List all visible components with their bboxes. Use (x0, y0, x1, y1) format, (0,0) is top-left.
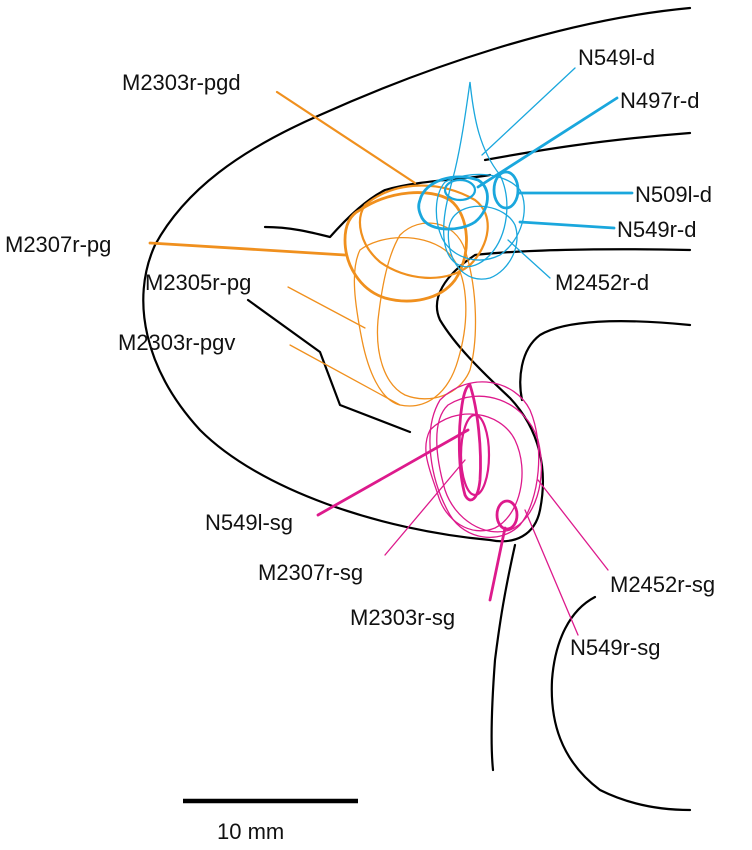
magenta-small-loop (459, 413, 491, 497)
scale-bar-label: 10 mm (217, 819, 284, 844)
label-m2452r-sg: M2452r-sg (610, 572, 715, 597)
label-m2307r-pg: M2307r-pg (5, 232, 111, 257)
m2452r-d-region (447, 205, 518, 280)
region-labels: M2303r-pgd M2307r-pg M2305r-pg M2303r-pg… (5, 45, 715, 660)
m2303r-sg-region (495, 499, 519, 531)
anatomical-outlines (142, 6, 692, 812)
label-m2303r-sg: M2303r-sg (350, 605, 455, 630)
cyan-small-loop (443, 178, 477, 202)
n549l-d-leader (481, 67, 576, 156)
n549r-sg-region (425, 413, 523, 532)
m2307r-pg-region (343, 191, 468, 303)
label-m2307r-sg: M2307r-sg (258, 560, 363, 585)
m2303r-sg-leader (488, 526, 507, 602)
m2303r-pgv-region (353, 236, 467, 407)
m2303r-pgd-leader (275, 90, 417, 185)
m2452r-sg-region (429, 381, 540, 538)
inner-notch (246, 298, 412, 434)
m2307r-pg-leader (148, 241, 347, 257)
stem-right (550, 595, 692, 812)
m2452r-sg-leader (537, 479, 609, 571)
m2307r-sg-leader (384, 459, 466, 556)
upper-sulcus (483, 131, 692, 162)
label-n497r-d: N497r-d (620, 88, 699, 113)
lateral-lobe (519, 320, 692, 402)
n549l-sg-region (457, 383, 482, 502)
left-fissure (263, 173, 492, 239)
cyan-regions (417, 67, 634, 280)
n497r-d-leader (476, 96, 619, 189)
label-n549l-d: N549l-d (578, 45, 655, 70)
scale-bar: 10 mm (183, 798, 358, 844)
label-m2452r-d: M2452r-d (555, 270, 649, 295)
n497r-d-region (417, 175, 489, 231)
label-n549r-d: N549r-d (617, 217, 696, 242)
magenta-regions (316, 381, 609, 636)
n549r-sg-leader (524, 509, 579, 636)
label-m2303r-pgv: M2303r-pgv (118, 330, 235, 355)
m2307r-sg-region (436, 395, 542, 533)
m2452r-d-leader (507, 239, 551, 279)
label-n509l-d: N509l-d (635, 182, 712, 207)
n549l-sg-leader (316, 428, 470, 517)
m2305r-pg-region (376, 222, 477, 400)
n549l-d-region (443, 81, 508, 268)
n549r-d-leader (518, 220, 616, 230)
label-n549r-sg: N549r-sg (570, 635, 660, 660)
label-m2305r-pg: M2305r-pg (145, 270, 251, 295)
m2305r-pg-leader (287, 286, 366, 329)
n509l-d-region (492, 170, 520, 210)
stem-left (490, 543, 517, 772)
m2303r-pgv-leader (289, 344, 401, 406)
label-m2303r-pgd: M2303r-pgd (122, 70, 241, 95)
orange-regions (148, 90, 489, 407)
label-n549l-sg: N549l-sg (205, 510, 293, 535)
